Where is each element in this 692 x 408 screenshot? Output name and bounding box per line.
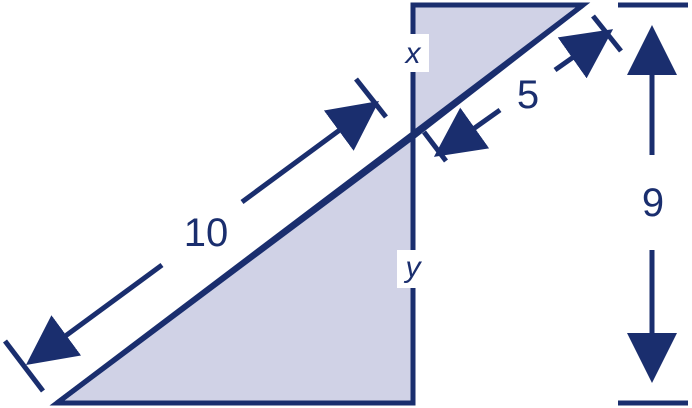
long-segment-start-tick <box>354 77 388 119</box>
short-segment-label: 5 <box>517 73 539 117</box>
long-arrow-upper <box>240 101 380 205</box>
x-label: x <box>404 37 422 70</box>
short-arrow-lower <box>433 107 502 157</box>
transversal-line <box>55 3 585 405</box>
height-label: 9 <box>642 181 664 225</box>
long-arrow-lower <box>25 262 164 365</box>
short-segment-start-tick <box>422 130 448 163</box>
short-arrow-upper <box>553 29 614 79</box>
long-segment-end-tick <box>3 339 45 393</box>
y-label: y <box>404 251 423 284</box>
x-label-background <box>397 34 429 72</box>
long-segment-label: 10 <box>184 211 229 255</box>
y-label-background <box>397 250 429 288</box>
